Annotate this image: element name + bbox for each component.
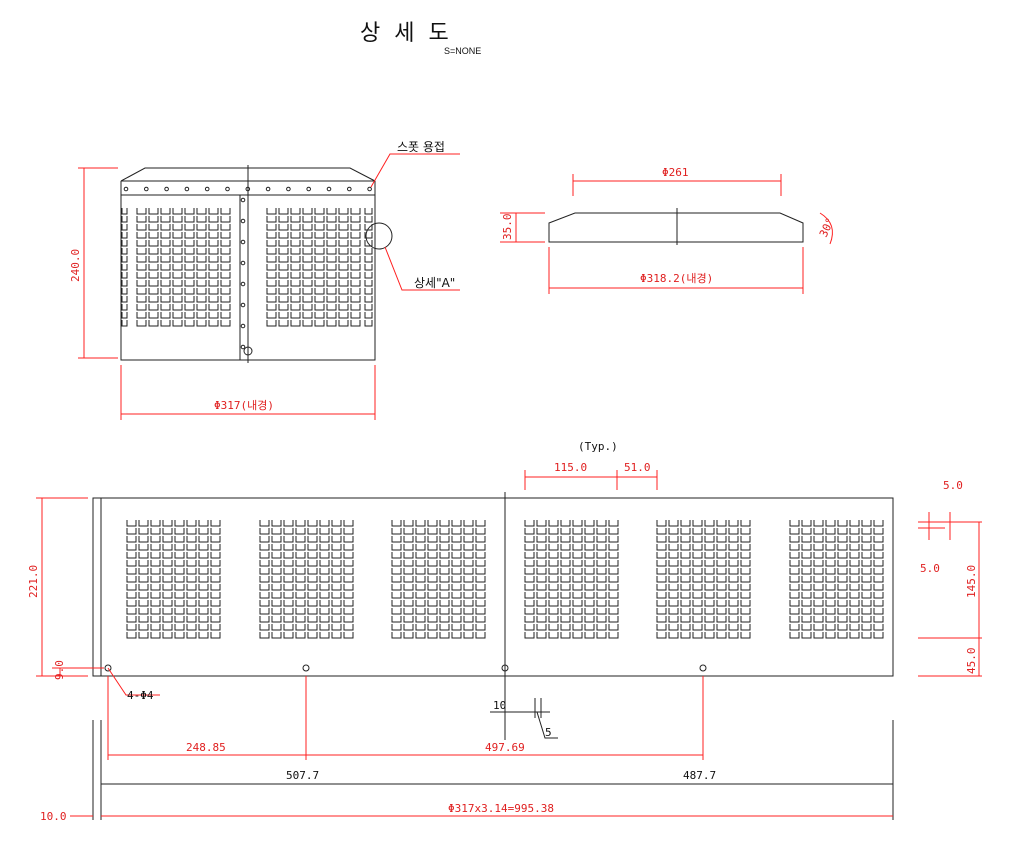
slot-pattern xyxy=(789,520,884,639)
spot-weld-label: 스폿 용접 xyxy=(397,140,445,154)
typ-label: (Typ.) xyxy=(578,440,618,453)
slot-pattern xyxy=(136,208,231,327)
side-height-dim: 240.0 xyxy=(69,249,82,282)
hole xyxy=(699,664,707,672)
slot-pattern xyxy=(126,520,221,639)
hole xyxy=(306,186,312,192)
hole-offset-dim: 9.0 xyxy=(53,660,66,680)
slot-height-dim: 5.0 xyxy=(920,562,940,575)
hole xyxy=(367,186,372,192)
hole-callout: 4-Φ4 xyxy=(127,689,154,702)
cap-inner-diameter: Φ318.2(내경) xyxy=(640,272,713,285)
hole xyxy=(240,239,246,245)
hole xyxy=(144,186,149,192)
flat-pattern-view: (Typ.) 115.0 51.0 221.0 9.0 4-Φ4 10 5 24… xyxy=(27,440,894,823)
slot-pattern xyxy=(266,208,361,327)
hole xyxy=(240,197,246,203)
cap-top-diameter: Φ261 xyxy=(662,166,689,179)
flat-height-dim: 221.0 xyxy=(27,565,40,598)
segment-1-dim: 507.7 xyxy=(286,769,319,782)
slot-pattern xyxy=(364,208,373,327)
hole xyxy=(240,281,246,287)
drawing-scale: S=NONE xyxy=(444,46,481,56)
seam-10-dim: 10 xyxy=(493,699,506,712)
hole xyxy=(204,186,210,192)
hole xyxy=(225,186,230,192)
cap-angle-dim: 30° xyxy=(817,216,837,240)
hole xyxy=(326,186,332,192)
hole-spacing-2: 497.69 xyxy=(485,741,525,754)
segment-2-dim: 487.7 xyxy=(683,769,716,782)
slot-pattern xyxy=(391,520,486,639)
hole xyxy=(240,344,246,350)
hole xyxy=(501,664,509,672)
total-length-dim: Φ317x3.14=995.38 xyxy=(448,802,554,815)
hole xyxy=(347,186,352,192)
hole-spacing-1: 248.85 xyxy=(186,741,226,754)
hole xyxy=(302,664,310,672)
bottom-margin-dim: 45.0 xyxy=(965,648,978,675)
slot-pattern xyxy=(259,520,354,639)
hole xyxy=(104,664,112,672)
seam-5-dim: 5 xyxy=(545,726,552,739)
slot-pattern xyxy=(656,520,751,639)
hole xyxy=(240,218,246,224)
hole xyxy=(286,186,291,192)
hole xyxy=(265,186,271,192)
hole xyxy=(240,302,246,308)
hole xyxy=(240,323,246,329)
hole xyxy=(184,186,190,192)
slot-pattern xyxy=(121,208,128,327)
slot-width-dim: 5.0 xyxy=(943,479,963,492)
cap-height-dim: 35.0 xyxy=(501,214,514,241)
slot-pitch-dim: 115.0 xyxy=(554,461,587,474)
side-diameter-dim: Φ317(내경) xyxy=(214,399,274,412)
overlap-dim: 10.0 xyxy=(40,810,67,823)
hole xyxy=(123,186,129,192)
hole xyxy=(245,186,251,192)
hole xyxy=(164,186,169,192)
slot-gap-dim: 51.0 xyxy=(624,461,651,474)
detail-a-circle xyxy=(365,222,393,250)
cap-view: Φ261 35.0 30° Φ318.2(내경) xyxy=(500,166,837,294)
side-view: 스폿 용접 상세"A" 240.0 Φ317(내경) xyxy=(69,140,460,420)
slot-region-dim: 145.0 xyxy=(965,565,978,598)
slot-pattern xyxy=(524,520,619,639)
drawing-title: 상세도 xyxy=(360,21,463,46)
hole xyxy=(240,260,246,266)
detail-a-label: 상세"A" xyxy=(414,276,455,290)
slot-detail-dims: 5.0 5.0 145.0 45.0 xyxy=(918,479,982,677)
